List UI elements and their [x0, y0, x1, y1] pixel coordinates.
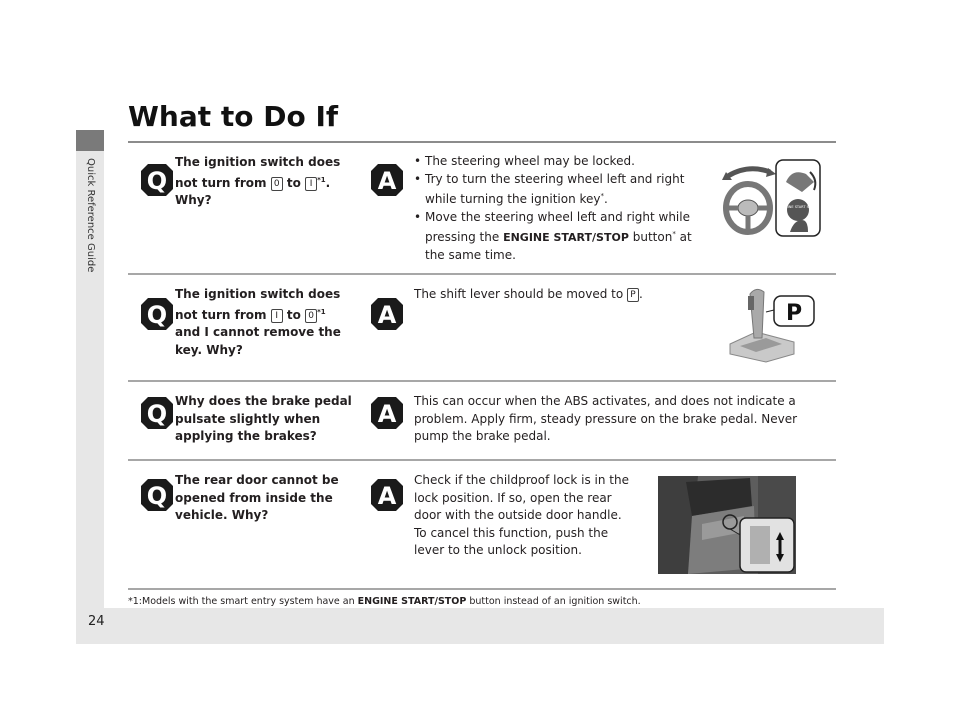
row-divider: [128, 380, 836, 382]
svg-text:A: A: [378, 301, 397, 329]
a-badge-icon: A: [371, 479, 403, 511]
svg-text:Q: Q: [147, 400, 167, 428]
side-tab-label: Quick Reference Guide: [85, 158, 96, 273]
page-title: What to Do If: [128, 100, 339, 133]
q-badge-icon: Q: [141, 397, 173, 429]
rear-door-illustration: [658, 476, 796, 574]
key-p: P: [627, 288, 640, 302]
q-badge-icon: Q: [141, 479, 173, 511]
footer-band: [76, 608, 884, 644]
row-divider: [128, 273, 836, 275]
answer-1-item: The steering wheel may be locked.: [414, 153, 714, 171]
svg-text:Q: Q: [147, 167, 167, 195]
svg-text:A: A: [378, 167, 397, 195]
footnote: *1:Models with the smart entry system ha…: [128, 596, 641, 607]
answer-1-item: Try to turn the steering wheel left and …: [414, 171, 714, 209]
page-number: 24: [88, 614, 105, 629]
q-badge-icon: Q: [141, 298, 173, 330]
q-badge-icon: Q: [141, 164, 173, 196]
a-badge-icon: A: [371, 164, 403, 196]
row-divider: [128, 588, 836, 590]
svg-text:Q: Q: [147, 301, 167, 329]
answer-1-item: Move the steering wheel left and right w…: [414, 209, 714, 265]
question-1: The ignition switch does not turn from 0…: [175, 155, 341, 207]
svg-text:ENGINE START STOP: ENGINE START STOP: [780, 205, 816, 209]
svg-text:Q: Q: [147, 482, 167, 510]
question-3: Why does the brake pedal pulsate slightl…: [175, 394, 352, 443]
key-i: I: [305, 176, 318, 191]
key-i: I: [270, 308, 283, 323]
key-0: 0: [305, 308, 318, 323]
answer-4: Check if the childproof lock is in the l…: [414, 473, 629, 557]
title-divider: [128, 141, 836, 143]
answer-2: The shift lever should be moved to P.: [414, 287, 643, 302]
steering-wheel-illustration: ENGINE START STOP: [722, 159, 821, 237]
svg-text:A: A: [378, 400, 397, 428]
key-0: 0: [270, 176, 283, 191]
side-tab-marker: [76, 130, 104, 151]
svg-text:P: P: [786, 301, 802, 326]
a-badge-icon: A: [371, 397, 403, 429]
a-badge-icon: A: [371, 298, 403, 330]
question-2: The ignition switch does not turn from I…: [175, 287, 341, 357]
row-divider: [128, 459, 836, 461]
question-4: The rear door cannot be opened from insi…: [175, 473, 339, 522]
side-tab: [76, 130, 104, 608]
answer-1: The steering wheel may be locked. Try to…: [414, 153, 714, 264]
shift-lever-illustration: P: [729, 288, 815, 363]
svg-text:A: A: [378, 482, 397, 510]
answer-3: This can occur when the ABS activates, a…: [414, 394, 798, 443]
